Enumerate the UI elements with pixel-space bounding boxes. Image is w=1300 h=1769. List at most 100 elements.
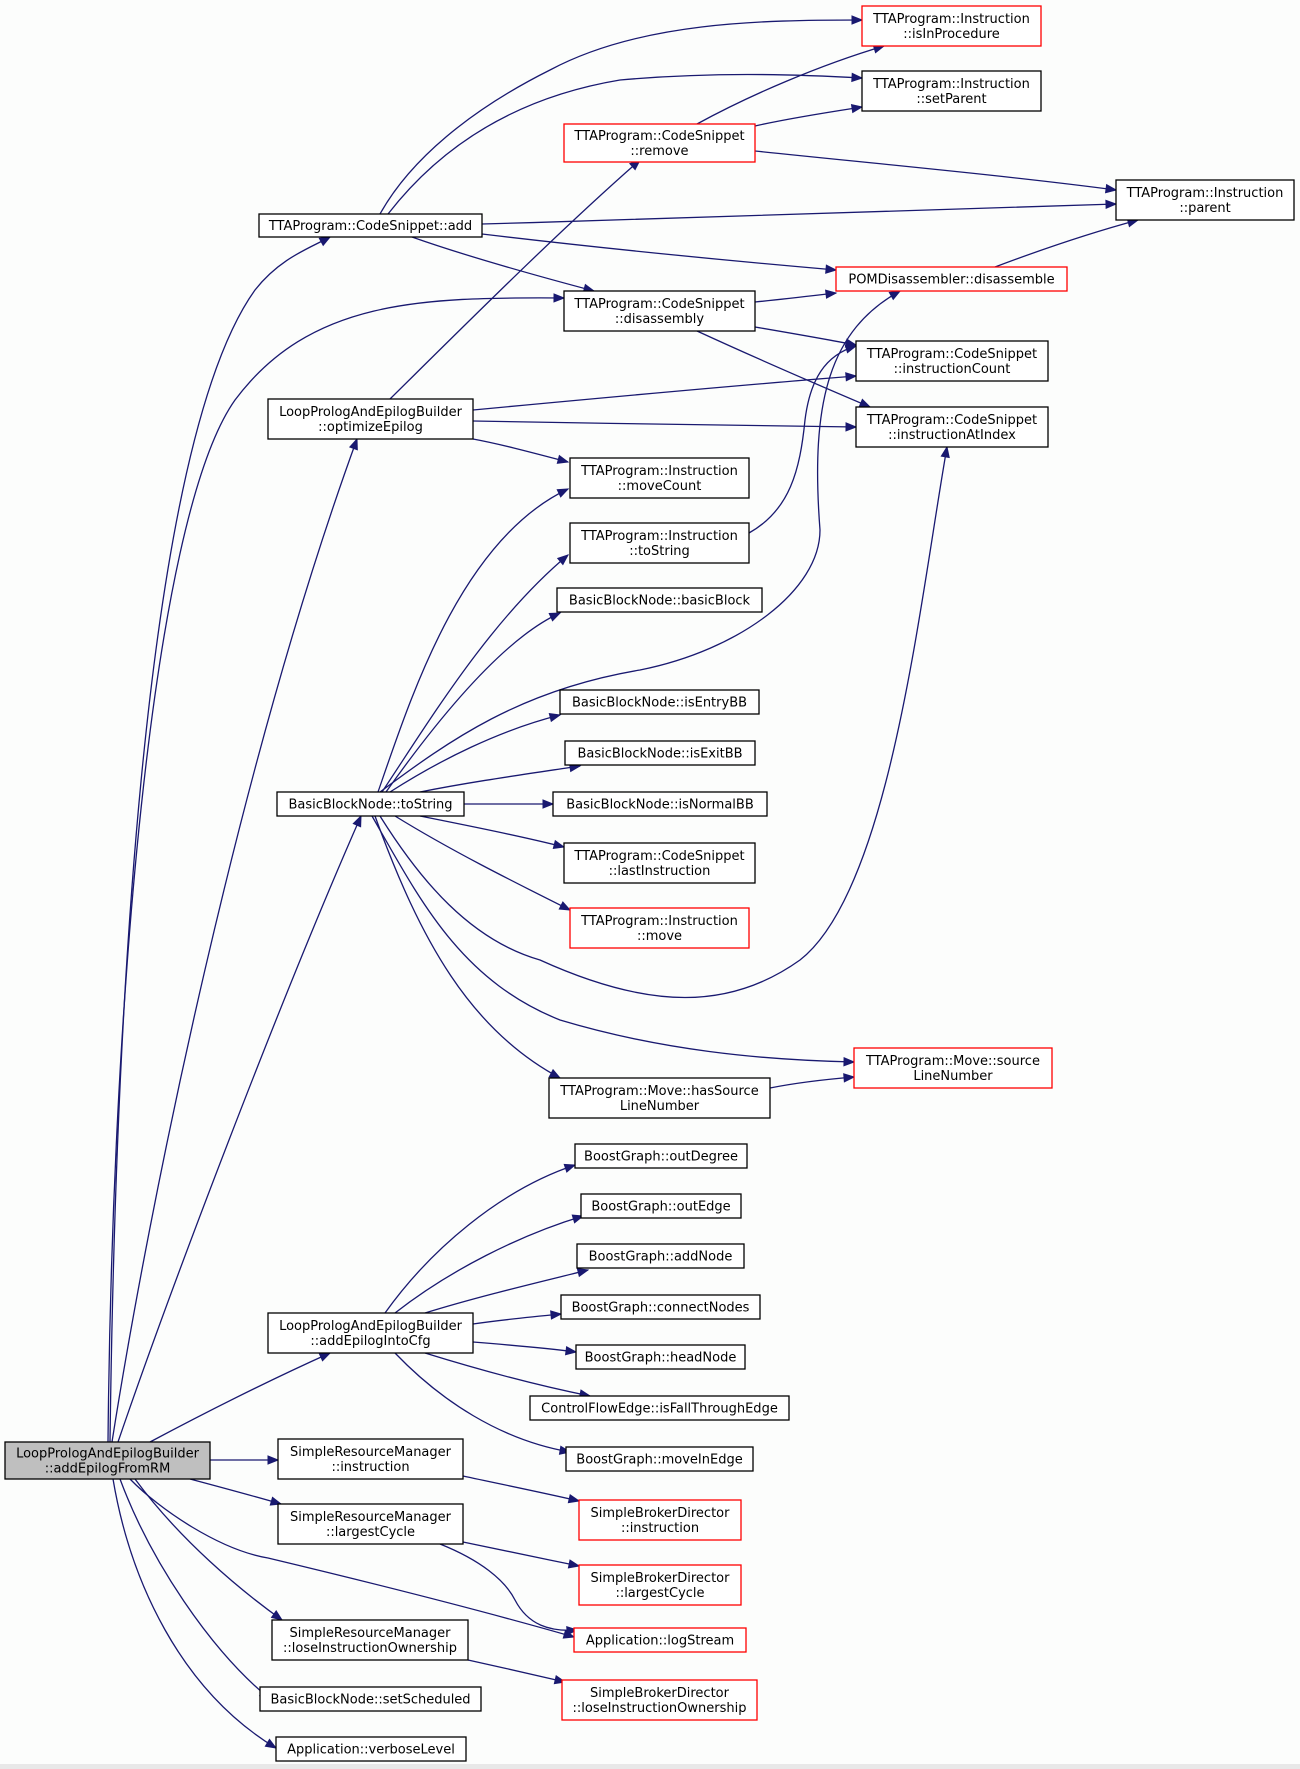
node-cs-instruction-count[interactable]: TTAProgram::CodeSnippet::instructionCoun… xyxy=(855,340,1049,382)
node-label-line: ::instruction xyxy=(621,1521,699,1536)
node-box xyxy=(861,5,1042,47)
edge-line xyxy=(696,330,871,408)
node-box xyxy=(575,1344,746,1370)
node-cs-last-instruction[interactable]: TTAProgram::CodeSnippet::lastInstruction xyxy=(563,842,756,884)
edge-line xyxy=(117,815,362,1443)
node-bbn-is-normal[interactable]: BasicBlockNode::isNormalBB xyxy=(552,791,768,817)
node-instr-to-string[interactable]: TTAProgram::Instruction::toString xyxy=(569,522,750,564)
edge-line xyxy=(472,438,569,463)
node-optimize-epilog[interactable]: LoopPrologAndEpilogBuilder::optimizeEpil… xyxy=(267,398,474,440)
node-cs-instruction-at-index[interactable]: TTAProgram::CodeSnippet::instructionAtIn… xyxy=(855,406,1049,448)
node-bbn-basic-block[interactable]: BasicBlockNode::basicBlock xyxy=(556,587,763,613)
node-bbn-set-scheduled[interactable]: BasicBlockNode::setScheduled xyxy=(259,1686,482,1712)
edge-line xyxy=(189,1478,282,1505)
edge-line xyxy=(381,554,569,793)
edge-root-to-optimize_epilog xyxy=(111,437,358,1443)
node-box xyxy=(529,1395,790,1421)
edge-line xyxy=(411,236,595,292)
node-instr-is-in-procedure[interactable]: TTAProgram::Instruction::isInProcedure xyxy=(861,5,1042,47)
edge-line xyxy=(462,1541,580,1567)
node-bg-out-edge[interactable]: BoostGraph::outEdge xyxy=(580,1193,742,1219)
node-instr-move[interactable]: TTAProgram::Instruction::move xyxy=(569,907,750,949)
edge-line xyxy=(107,297,565,1443)
node-bg-connect-nodes[interactable]: BoostGraph::connectNodes xyxy=(560,1294,761,1320)
edge-line xyxy=(481,233,837,271)
edge-line xyxy=(472,1313,562,1325)
edge-line xyxy=(754,106,863,127)
node-label-line: LoopPrologAndEpilogBuilder xyxy=(279,405,463,420)
node-bbn-is-entry[interactable]: BasicBlockNode::isEntryBB xyxy=(559,689,760,715)
node-label-line: BasicBlockNode::setScheduled xyxy=(270,1693,470,1708)
edge-optimize_epilog-to-cs_instruction_count xyxy=(472,372,858,411)
arrowhead-icon xyxy=(558,901,572,911)
node-instr-parent[interactable]: TTAProgram::Instruction::parent xyxy=(1115,179,1295,221)
node-label-line: LoopPrologAndEpilogBuilder xyxy=(16,1447,200,1462)
edge-cs_disassembly-to-pom_disassemble xyxy=(754,289,838,303)
arrowhead-icon xyxy=(576,1267,590,1278)
node-label-line: TTAProgram::Instruction xyxy=(872,12,1030,27)
node-label-line: TTAProgram::CodeSnippet xyxy=(866,347,1037,362)
node-app-verbose-level[interactable]: Application::verboseLevel xyxy=(275,1736,467,1762)
node-app-log-stream[interactable]: Application::logStream xyxy=(573,1627,747,1653)
node-codesnippet-add[interactable]: TTAProgram::CodeSnippet::add xyxy=(258,213,483,238)
node-box xyxy=(835,266,1068,292)
arrowhead-icon xyxy=(850,103,864,114)
node-box xyxy=(580,1193,742,1219)
node-label-line: BasicBlockNode::isEntryBB xyxy=(572,696,747,711)
node-sbd-instruction[interactable]: SimpleBrokerDirector::instruction xyxy=(578,1499,742,1541)
edge-line xyxy=(394,815,571,911)
node-instr-move-count[interactable]: TTAProgram::Instruction::moveCount xyxy=(569,457,750,499)
node-box xyxy=(576,1243,745,1269)
node-cfe-is-fall-through[interactable]: ControlFlowEdge::isFallThroughEdge xyxy=(529,1395,790,1421)
node-instr-set-parent[interactable]: TTAProgram::Instruction::setParent xyxy=(861,70,1042,112)
edge-bbn_tostring-to-instr_to_string xyxy=(381,554,570,793)
node-srm-largest-cycle[interactable]: SimpleResourceManager::largestCycle xyxy=(277,1503,464,1545)
edge-bbn_tostring-to-bbn_is_entry xyxy=(389,712,562,793)
node-label-line: ::instructionAtIndex xyxy=(888,428,1016,443)
node-cs-disassembly[interactable]: TTAProgram::CodeSnippet::disassembly xyxy=(563,290,756,332)
node-bbn-tostring[interactable]: BasicBlockNode::toString xyxy=(276,791,465,817)
node-label-line: ::lastInstruction xyxy=(609,864,711,879)
arrowhead-icon xyxy=(318,236,332,247)
node-cs-remove[interactable]: TTAProgram::CodeSnippet::remove xyxy=(563,123,756,163)
node-add-epilog-into-cfg[interactable]: LoopPrologAndEpilogBuilder::addEpilogInt… xyxy=(267,1312,474,1354)
node-box xyxy=(275,1736,467,1762)
node-box xyxy=(4,1441,211,1480)
node-bg-add-node[interactable]: BoostGraph::addNode xyxy=(576,1243,745,1269)
node-label-line: TTAProgram::Instruction xyxy=(580,529,738,544)
arrowhead-icon xyxy=(348,437,358,451)
node-srm-lose-ownership[interactable]: SimpleResourceManager::loseInstructionOw… xyxy=(271,1619,469,1661)
node-sbd-largest-cycle[interactable]: SimpleBrokerDirector::largestCycle xyxy=(578,1564,742,1606)
edge-codesnippet_add-to-cs_disassembly xyxy=(411,236,596,293)
edge-line xyxy=(748,345,857,534)
node-label-line: BoostGraph::outDegree xyxy=(584,1150,738,1165)
node-bg-move-in-edge[interactable]: BoostGraph::moveInEdge xyxy=(565,1446,754,1472)
node-bg-head-node[interactable]: BoostGraph::headNode xyxy=(575,1344,746,1370)
arrowhead-icon xyxy=(567,1559,581,1569)
node-srm-instruction[interactable]: SimpleResourceManager::instruction xyxy=(277,1438,464,1480)
node-bg-out-degree[interactable]: BoostGraph::outDegree xyxy=(574,1143,748,1169)
node-bbn-is-exit[interactable]: BasicBlockNode::isExitBB xyxy=(564,740,756,766)
arrowhead-icon xyxy=(844,344,858,354)
node-label-line: ::moveCount xyxy=(618,479,702,494)
node-root[interactable]: LoopPrologAndEpilogBuilder::addEpilogFro… xyxy=(4,1441,211,1480)
edge-line xyxy=(394,1352,571,1453)
edge-instr_to_string-to-cs_instruction_count xyxy=(748,344,858,534)
edge-line xyxy=(377,488,569,793)
arrowhead-icon xyxy=(548,712,562,723)
edge-root-to-bbn_tostring xyxy=(117,814,362,1443)
node-label-line: LineNumber xyxy=(620,1099,700,1114)
arrowhead-icon xyxy=(1105,199,1118,210)
arrowhead-icon xyxy=(851,72,864,83)
arrowhead-icon xyxy=(825,289,838,299)
node-label-line: ::parent xyxy=(1179,201,1230,216)
edge-line xyxy=(754,292,837,303)
node-sbd-lose-ownership[interactable]: SimpleBrokerDirector::loseInstructionOwn… xyxy=(561,1679,758,1721)
node-pom-disassemble[interactable]: POMDisassembler::disassemble xyxy=(835,266,1068,292)
node-label-line: ::loseInstructionOwnership xyxy=(573,1701,747,1716)
edge-line xyxy=(134,1478,283,1621)
edge-add_epilog_into_cfg-to-bg_out_degree xyxy=(384,1163,577,1314)
